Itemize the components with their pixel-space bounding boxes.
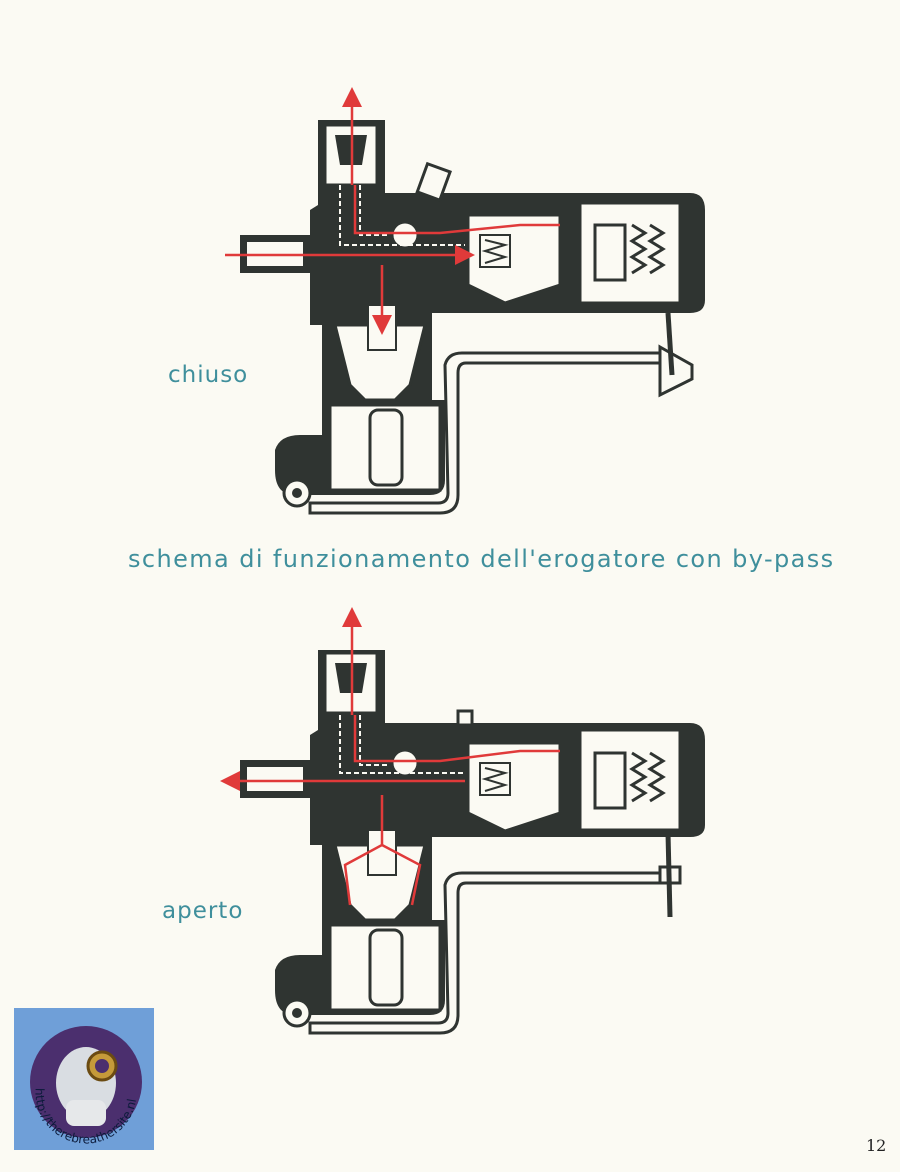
page-number: 12 <box>866 1136 887 1155</box>
regulator-diagram-open <box>220 607 705 1035</box>
state-label-closed: chiuso <box>168 362 249 388</box>
site-watermark: http://therebreathersite.nl <box>14 1008 154 1150</box>
regulator-diagram-closed <box>225 87 705 515</box>
diagram-caption: schema di funzionamento dell'erogatore c… <box>128 545 835 573</box>
diver-logo-icon: http://therebreathersite.nl <box>14 1008 154 1150</box>
state-label-open: aperto <box>162 898 244 924</box>
